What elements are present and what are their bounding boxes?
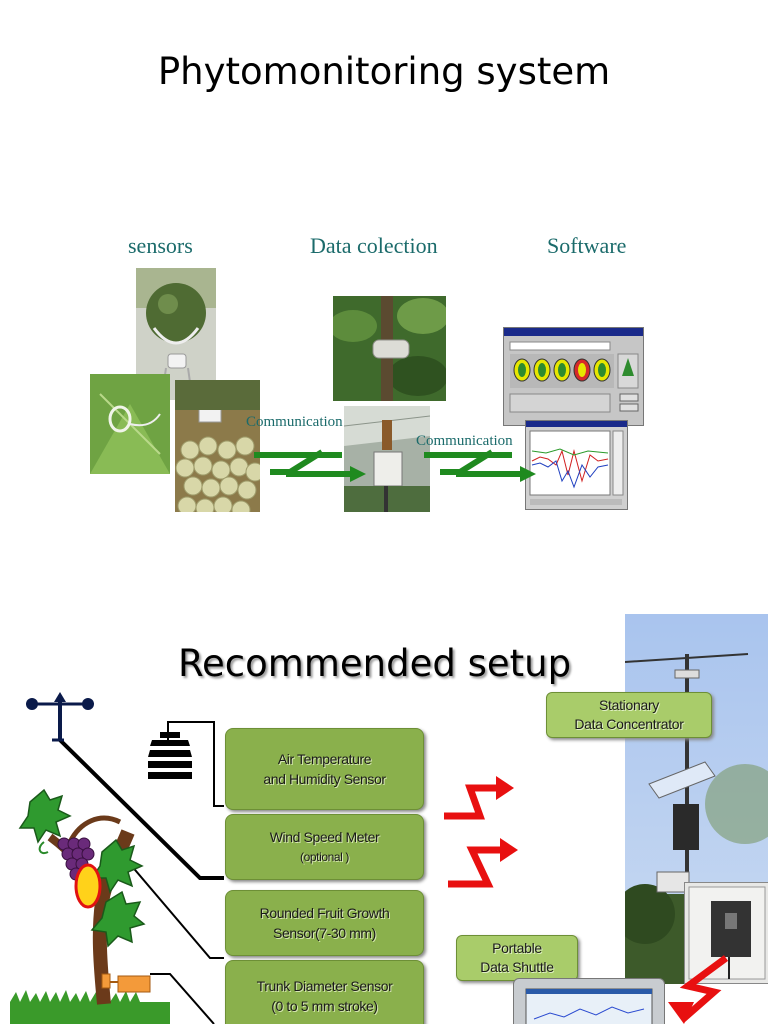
trunk-line1: Trunk Diameter Sensor [256,978,393,994]
signal-bolt-upper-icon [444,776,514,820]
wind-speed-meter-box: Wind Speed Meter (optional ) [225,814,424,880]
stationary-line2: Data Concentrator [574,716,684,732]
signal-bolt-portable-icon [668,955,729,1024]
logger-box-photo [684,882,768,984]
fruit-line1: Rounded Fruit Growth [259,905,390,921]
communication-arrow-right [424,449,536,482]
slide-phytomonitoring-system: Phytomonitoring system sensors Data cole… [90,50,644,512]
communication-arrow-left [254,449,366,482]
software-label: Software [547,233,627,258]
trunk-line2: (0 to 5 mm stroke) [271,998,378,1014]
leaf-sensor-image [90,374,170,474]
air-temp-line1: Air Temperature [277,751,372,767]
slide-title: Phytomonitoring system [157,50,611,93]
communication-label-right: Communication [416,433,513,449]
fruit-sensor-photo [136,268,216,400]
wind-vane-icon [26,692,94,742]
portable-line1: Portable [492,940,542,956]
portable-data-shuttle-label: Portable Data Shuttle [456,935,578,981]
grape-sensor-photo [175,380,260,512]
greenhouse-logger-image [344,406,430,512]
radiation-shield-icon [148,732,192,779]
slide-title: Recommended setup [178,642,572,685]
communication-label-left: Communication [246,414,343,430]
software-graph-screenshot [525,420,628,510]
air-temp-line2: and Humidity Sensor [263,771,386,787]
fruit-line2: Sensor(7-30 mm) [273,925,376,941]
software-window-screenshot [503,327,644,426]
leaf-sensor-photo [90,374,170,474]
grape-sensor-image [175,380,260,512]
logger-box-image [688,886,766,980]
stationary-data-concentrator-label: Stationary Data Concentrator [546,692,712,738]
data-collection-label: Data colection [310,233,438,258]
signal-bolt-lower-icon [448,838,518,888]
laptop-photo [513,978,665,1024]
air-temperature-humidity-box: Air Temperature and Humidity Sensor [225,728,424,810]
software-graph-image [526,421,627,505]
portable-line2: Data Shuttle [480,959,554,975]
fruit-growth-sensor-box: Rounded Fruit Growth Sensor(7-30 mm) [225,890,424,956]
laptop-screen-image [525,988,653,1024]
stationary-line1: Stationary [598,697,660,713]
greenhouse-logger-photo [344,406,430,512]
wind-line2: (optional ) [300,850,349,864]
trunk-diameter-sensor-box: Trunk Diameter Sensor (0 to 5 mm stroke) [225,960,424,1024]
logger-on-tree-photo [333,296,446,401]
wind-line1: Wind Speed Meter [269,829,380,845]
fruit-sensor-image [136,268,216,400]
sensors-label: sensors [128,233,193,258]
software-window-image [504,328,643,413]
slide-recommended-setup: Recommended setup Stationary Data Concen… [0,512,768,1024]
logger-tree-image [333,296,446,401]
grapevine-illustration [10,788,170,1024]
